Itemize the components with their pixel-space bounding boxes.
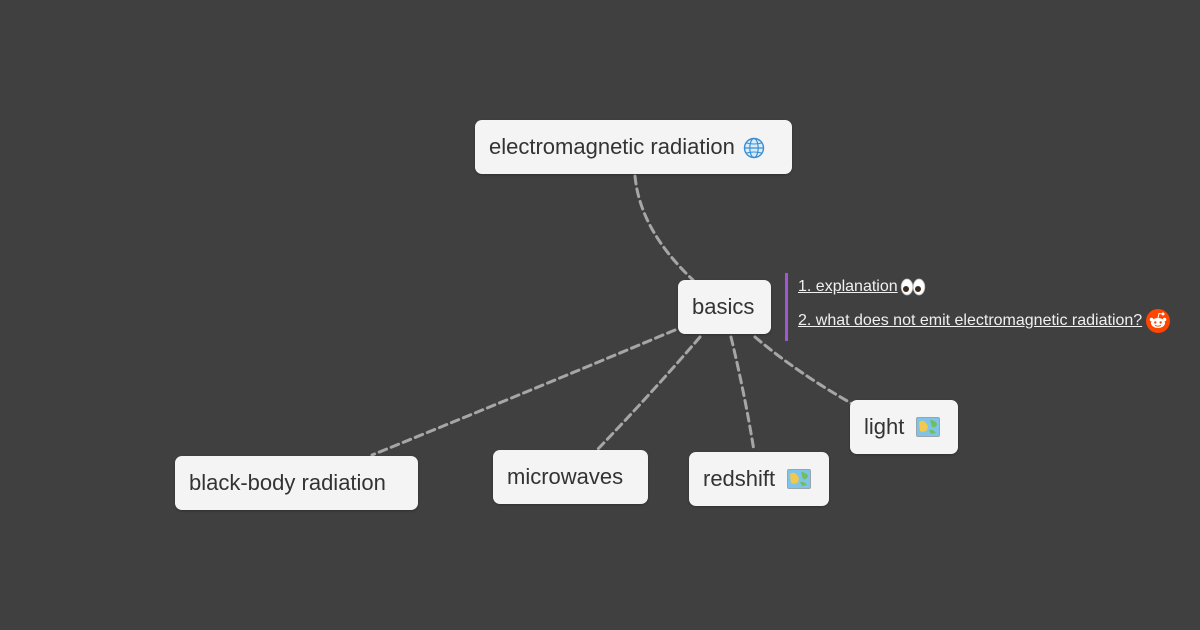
edge-basics-to-microwaves: [596, 335, 702, 451]
node-label: electromagnetic radiation: [489, 134, 735, 159]
node-label: basics: [692, 294, 755, 319]
node-black-body-radiation[interactable]: black-body radiation: [175, 456, 418, 510]
edge-basics-to-black-body: [370, 328, 677, 457]
node-microwaves[interactable]: microwaves: [493, 450, 648, 504]
edge-root-to-basics: [633, 174, 695, 282]
map-icon: [916, 417, 941, 437]
globe-icon: [743, 137, 765, 159]
edge-basics-to-light: [753, 335, 860, 409]
node-label: black-body radiation: [189, 470, 386, 495]
note-link-label: 2. what does not emit electromagnetic ra…: [798, 312, 1143, 329]
node-light[interactable]: light: [850, 400, 958, 454]
note-link-label: 1. explanation: [798, 278, 898, 295]
note-link-explanation[interactable]: 1. explanation: [798, 273, 1170, 301]
node-label: microwaves: [507, 464, 624, 489]
node-electromagnetic-radiation[interactable]: electromagnetic radiation: [475, 120, 792, 174]
note-link-what-does-not-emit[interactable]: 2. what does not emit electromagnetic ra…: [798, 307, 1171, 335]
node-label: redshift: [703, 466, 776, 491]
edge-basics-to-redshift: [729, 335, 756, 453]
map-icon: [787, 469, 812, 489]
reddit-icon: [1146, 309, 1171, 333]
node-basics[interactable]: basics: [678, 280, 771, 334]
node-redshift[interactable]: redshift: [689, 452, 829, 506]
basics-notes: 1. explanation 2. what does not emit ele…: [785, 273, 1171, 341]
eyes-icon: [900, 277, 926, 297]
node-label: light: [864, 414, 905, 439]
